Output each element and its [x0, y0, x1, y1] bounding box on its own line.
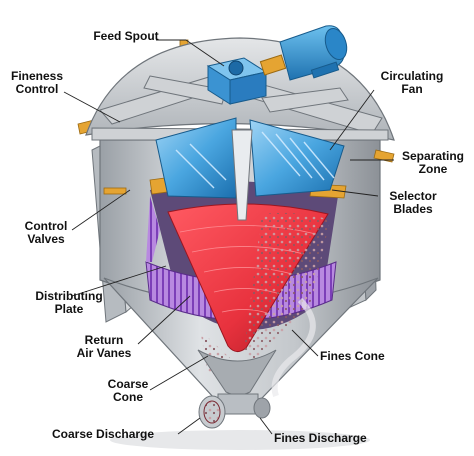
- feed-spout-box: [206, 57, 268, 105]
- label-coarse-discharge: Coarse Discharge: [52, 427, 155, 441]
- vane-band-left: [146, 196, 160, 262]
- feed-chute: [231, 129, 253, 221]
- label-coarse-cone: Coarse Cone: [107, 377, 149, 404]
- label-separating-zone: Separating Zone: [401, 149, 464, 176]
- label-selector-blades: Selector Blades: [389, 189, 437, 216]
- label-distributing-plate: Distributing Plate: [35, 289, 103, 316]
- label-feed-spout: Feed Spout: [93, 29, 159, 43]
- coarse-discharge-spout: [198, 393, 271, 429]
- circulating-fan-assembly: [155, 117, 345, 221]
- label-fineness-control: Fineness Control: [10, 69, 64, 96]
- ground-shadow: [110, 430, 370, 450]
- label-circulating-fan: Circulating Fan: [380, 69, 444, 96]
- fan-motor: [259, 25, 348, 81]
- leader-lines: [63, 39, 394, 435]
- material-particles: [244, 212, 330, 362]
- label-control-valves: Control Valves: [24, 219, 68, 246]
- label-return-air-vanes: Return Air Vanes: [76, 333, 132, 360]
- label-fines-cone: Fines Cone: [320, 349, 385, 363]
- label-fines-discharge: Fines Discharge: [274, 431, 367, 445]
- fines-flow: [271, 297, 316, 397]
